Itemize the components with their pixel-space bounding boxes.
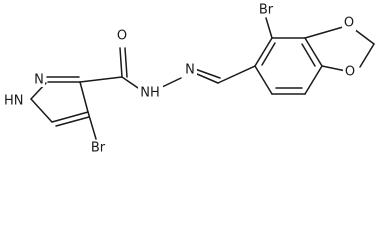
- bond-benz-c1-c2-inner: [261, 42, 276, 66]
- bromine-top-label: Br: [259, 3, 274, 18]
- nh-amide-label: NH: [140, 86, 160, 101]
- oxygen-carbonyl-label: O: [117, 29, 127, 44]
- bond-benz-br: [265, 17, 273, 39]
- bond-benz-c3-c4-inner: [301, 43, 316, 67]
- oxygen-ring-bottom-label: O: [345, 65, 355, 80]
- chemical-structure: HN N Br O NH N Br O O: [1, 2, 375, 156]
- bond-o-bottom-c4: [321, 65, 347, 72]
- nitrogen-pyrazole-label: N: [34, 73, 44, 88]
- bond-nh-n: [159, 77, 182, 89]
- nh-pyrazole-label: HN: [4, 94, 24, 109]
- bond-ch2-o-bottom: [359, 43, 375, 68]
- bond-n-ch: [196, 73, 219, 84]
- bond-lines: [30, 17, 375, 140]
- bond-benz-c3-c4: [304, 37, 323, 67]
- atom-labels: HN N Br O NH N Br O O: [1, 3, 357, 156]
- bond-c3-o-top: [304, 26, 344, 39]
- bond-c5-c4-double: [55, 116, 90, 127]
- bond-carbonyl-o: [119, 47, 123, 78]
- bond-c3-carbonyl: [79, 76, 123, 83]
- nitrogen-imine-label: N: [185, 63, 195, 78]
- bond-benz-c1-c2: [254, 37, 273, 67]
- bond-n1-c5: [30, 98, 53, 123]
- bond-benz-c6-c1: [254, 65, 273, 95]
- bond-c5-c4: [51, 111, 89, 123]
- oxygen-ring-top-label: O: [344, 16, 354, 31]
- bond-benz-c4-c5: [304, 65, 323, 95]
- bond-o-top-ch2: [353, 28, 375, 45]
- bond-c4-br: [87, 111, 97, 140]
- bond-carbonyl-o-double: [124, 47, 128, 78]
- bond-ch-benzene: [217, 65, 256, 84]
- bond-carbonyl-nh: [121, 76, 142, 91]
- bromine-bottom-label: Br: [91, 141, 106, 156]
- bond-c4-c3: [79, 81, 89, 113]
- bond-n-ch-double: [194, 68, 221, 79]
